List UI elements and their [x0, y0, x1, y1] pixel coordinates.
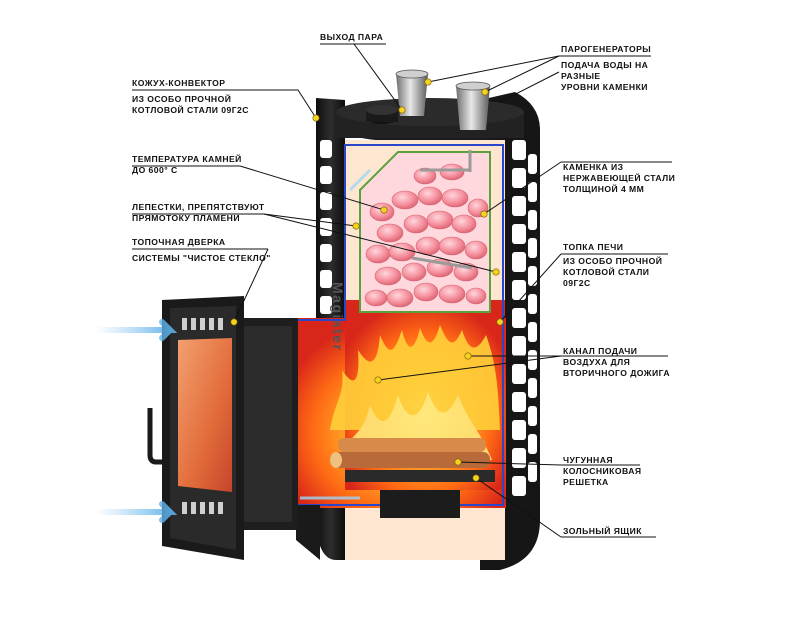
door-tunnel [238, 318, 298, 530]
label-air-channel: КАНАЛ ПОДАЧИ ВОЗДУХА ДЛЯ ВТОРИЧНОГО ДОЖИ… [563, 346, 671, 378]
label-firebox-title: ТОПКА ПЕЧИ [563, 242, 624, 252]
stone-box [359, 150, 491, 313]
label-ash-box: ЗОЛЬНЫЙ ЯЩИК [563, 526, 642, 536]
label-stone-temp: ТЕМПЕРАТУРА КАМНЕЙ ДО 600° С [132, 154, 242, 175]
marker-dot-icon [230, 78, 504, 482]
label-door-sub: СИСТЕМЫ "ЧИСТОЕ СТЕКЛО" [132, 253, 271, 263]
label-firebox-sub: ИЗ ОСОБО ПРОЧНОЙ КОТЛОВОЙ СТАЛИ 09Г2С [563, 256, 663, 288]
grate [296, 470, 495, 560]
leader-lines [132, 43, 672, 538]
brand-text: Magister [330, 282, 346, 352]
label-water-supply: ПОДАЧА ВОДЫ НА РАЗНЫЕ УРОВНИ КАМЕНКИ [561, 60, 649, 92]
label-grate: ЧУГУННАЯ КОЛОСНИКОВАЯ РЕШЕТКА [563, 455, 642, 487]
label-stone-box: КАМЕНКА ИЗ НЕРЖАВЕЮЩЕЙ СТАЛИ ТОЛЩИНОЙ 4 … [563, 162, 676, 194]
logs [330, 438, 490, 468]
air-flow-arrow-icon [93, 168, 372, 529]
label-convector-sub: ИЗ ОСОБО ПРОЧНОЙ КОТЛОВОЙ СТАЛИ 09Г2С [132, 94, 249, 115]
label-door-title: ТОПОЧНАЯ ДВЕРКА [132, 237, 226, 247]
top-plate [336, 98, 524, 143]
label-petals: ЛЕПЕСТКИ, ПРЕПЯТСТВУЮТ ПРЯМОТОКУ ПЛАМЕНИ [132, 202, 265, 223]
label-convector-title: КОЖУХ-КОНВЕКТОР [132, 78, 226, 88]
steam-cup-icon [395, 69, 491, 130]
label-steam-out: ВЫХОД ПАРА [320, 32, 384, 42]
firebox-door [147, 296, 244, 560]
label-steam-generators: ПАРОГЕНЕРАТОРЫ [561, 44, 652, 54]
